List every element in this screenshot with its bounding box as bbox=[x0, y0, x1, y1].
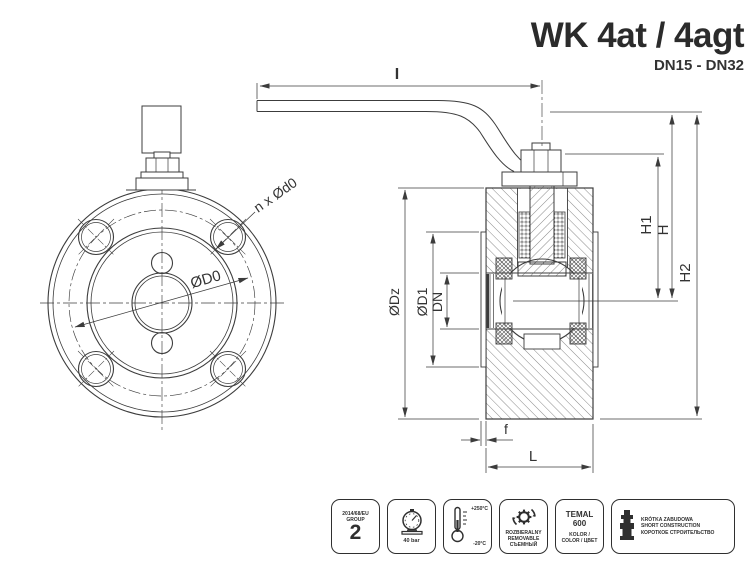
color-pl: KOLOR / bbox=[569, 531, 590, 538]
front-stem bbox=[126, 105, 196, 191]
dim-label-dz: ØDz bbox=[386, 288, 402, 316]
dim-label-l: L bbox=[529, 448, 537, 465]
recycle-gear-icon bbox=[511, 508, 536, 525]
dimensions: I ØDz ØD1 DN H1 bbox=[256, 66, 702, 473]
front-view: ØD0 n x Ød0 bbox=[40, 105, 301, 430]
pressure-label: 40 bar bbox=[403, 538, 420, 544]
bolt-holes bbox=[77, 218, 247, 388]
front-centerlines bbox=[40, 180, 284, 430]
thermometer-icon bbox=[451, 506, 467, 543]
badge-short-construction: KRÓTKA ZABUDOWA SHORT CONSTRUCTION КОРОТ… bbox=[611, 499, 735, 554]
removable-ru: СЪЕМНЫЙ bbox=[509, 541, 538, 548]
handle bbox=[256, 100, 546, 172]
packing-right bbox=[553, 211, 566, 259]
raised-face-right bbox=[592, 231, 599, 368]
ped-group-label: GROUP bbox=[346, 516, 365, 523]
color-multi: COLOR / ЦВЕТ bbox=[561, 537, 598, 544]
size-range: DN15 - DN32 bbox=[653, 56, 744, 74]
ped-group-value: 2 bbox=[349, 520, 362, 544]
gland-and-nut bbox=[501, 142, 578, 187]
wafer-valve-icon bbox=[620, 509, 634, 540]
dim-label-h1: H1 bbox=[638, 215, 655, 234]
dim-label-d0: ØD0 bbox=[189, 267, 223, 292]
certification-badges: 2014/68/EU GROUP 2 40 bar bbox=[331, 499, 735, 554]
temp-min: -20°C bbox=[473, 541, 486, 547]
dim-label-dn: DN bbox=[429, 292, 445, 312]
removable-en: REMOVABLE bbox=[507, 535, 540, 542]
removable-pl: ROZBIERALNY bbox=[505, 529, 542, 536]
seats bbox=[495, 257, 587, 345]
badge-pressure: 40 bar bbox=[387, 499, 436, 554]
dim-label-h2: H2 bbox=[677, 263, 694, 282]
dim-label-h: H bbox=[655, 225, 672, 236]
badge-ped-group: 2014/68/EU GROUP 2 bbox=[331, 499, 380, 554]
badge-temperature: +250°C -20°C bbox=[443, 499, 492, 554]
packing-left bbox=[518, 211, 531, 259]
raised-face-left bbox=[480, 231, 487, 368]
badge-color: TEMAL 600 KOLOR / COLOR / ЦВЕТ bbox=[555, 499, 604, 554]
short-construction-pl: KRÓTKA ZABUDOWA bbox=[641, 516, 694, 523]
badge-removable: ROZBIERALNY REMOVABLE СЪЕМНЫЙ bbox=[499, 499, 548, 554]
section-view: I ØDz ØD1 DN H1 bbox=[256, 66, 702, 473]
stem-nut bbox=[520, 149, 562, 173]
color-code: 600 bbox=[572, 518, 587, 528]
short-construction-ru: КОРОТКОЕ СТРОИТЕЛЬСТВО bbox=[641, 529, 715, 536]
short-construction-en: SHORT CONSTRUCTION bbox=[641, 523, 701, 530]
page-title: WK 4at / 4agt bbox=[530, 16, 745, 55]
dim-label-i: I bbox=[395, 66, 399, 83]
temp-max: +250°C bbox=[471, 506, 488, 512]
dim-label-nxd0: n x Ød0 bbox=[251, 174, 301, 215]
ped-directive: 2014/68/EU bbox=[342, 510, 369, 517]
stem bbox=[517, 183, 567, 277]
color-brand: TEMAL bbox=[565, 509, 594, 519]
title-block: WK 4at / 4agt DN15 - DN32 bbox=[530, 16, 745, 74]
dim-label-f: f bbox=[504, 421, 508, 437]
dim-label-d1: ØD1 bbox=[414, 287, 430, 316]
gauge-icon bbox=[400, 509, 423, 535]
